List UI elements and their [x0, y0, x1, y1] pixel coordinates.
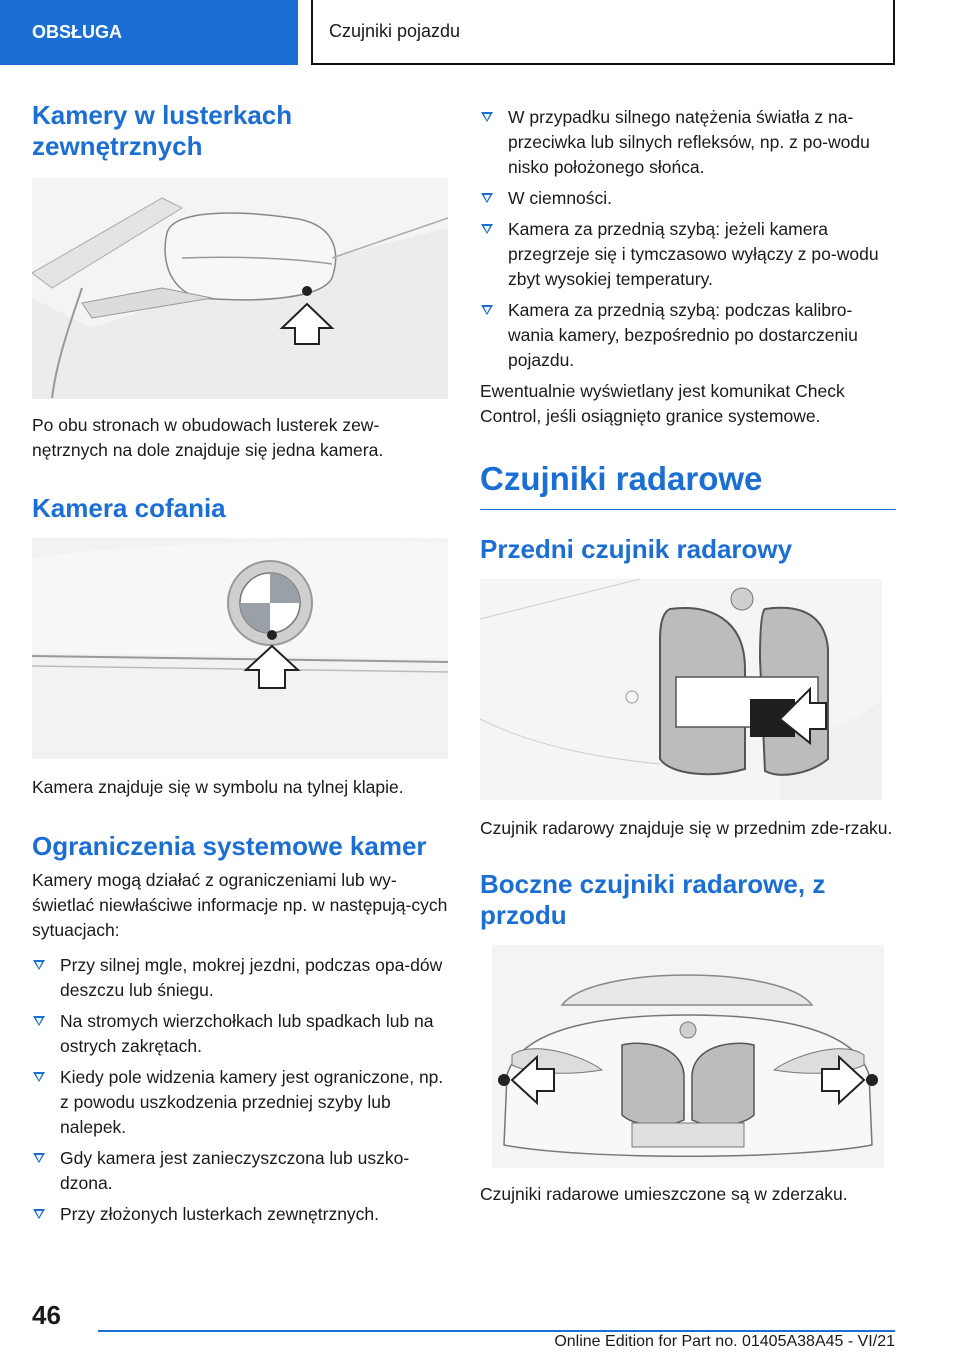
edition-label: Online Edition for Part no. 01405A38A45 …: [554, 1333, 895, 1350]
section-label: OBSŁUGA: [32, 22, 122, 42]
chapter-label: Czujniki pojazdu: [329, 21, 461, 41]
rear-camera-image: [32, 538, 448, 759]
left-column: Kamery w lusterkach zewnętrznych Po obu …: [32, 100, 448, 1227]
list-item: W ciemności.: [480, 186, 896, 211]
text-camera-limits: Kamery mogą działać z ograniczeniami lub…: [32, 870, 448, 940]
bullet-triangle-icon: [33, 1153, 45, 1163]
heading-camera-limits: Ograniczenia systemowe kamer: [32, 831, 427, 861]
text-rear-camera: Kamera znajduje się w symbolu na tylnej …: [32, 777, 404, 797]
right-column: W przypadku silnego natężenia światła z …: [480, 105, 896, 1207]
bullet-triangle-icon: [33, 1016, 45, 1026]
heading-front-radar: Przedni czujnik radarowy: [480, 534, 793, 564]
list-item: Kiedy pole widzenia kamery jest ogranicz…: [32, 1065, 448, 1140]
text-front-radar: Czujnik radarowy znajduje się w przednim…: [480, 818, 893, 838]
heading-rear-camera: Kamera cofania: [32, 493, 226, 523]
right-bullet-list: W przypadku silnego natężenia światła z …: [480, 105, 896, 373]
bullet-triangle-icon: [481, 112, 493, 122]
heading-mirror-cameras: Kamery w lusterkach zewnętrznych: [32, 100, 293, 161]
chapter-header: Czujniki pojazdu: [311, 0, 895, 65]
list-item: Kamera za przednią szybą: jeżeli kamera …: [480, 217, 896, 292]
bullet-triangle-icon: [33, 1072, 45, 1082]
bullet-triangle-icon: [33, 1209, 45, 1219]
list-item: Na stromych wierzchołkach lub spadkach l…: [32, 1009, 448, 1059]
list-item: Gdy kamera jest zanieczyszczona lub uszk…: [32, 1146, 448, 1196]
heading-side-radar: Boczne czujniki radarowe, z przodu: [480, 869, 826, 930]
front-radar-image: [480, 579, 882, 800]
list-item: Przy złożonych lusterkach zewnętrznych.: [32, 1202, 448, 1227]
page-number: 46: [32, 1300, 61, 1330]
list-item: Kamera za przednią szybą: podczas kalibr…: [480, 298, 896, 373]
footer-divider: [98, 1330, 895, 1332]
list-item: Przy silnej mgle, mokrej jezdni, podczas…: [32, 953, 448, 1003]
bullet-triangle-icon: [33, 960, 45, 970]
section-tab: OBSŁUGA: [0, 0, 298, 65]
bullet-triangle-icon: [481, 224, 493, 234]
bullet-triangle-icon: [481, 305, 493, 315]
text-mirror-cameras: Po obu stronach w obudowach lusterek zew…: [32, 415, 384, 460]
left-bullet-list: Przy silnej mgle, mokrej jezdni, podczas…: [32, 953, 448, 1227]
text-side-radar: Czujniki radarowe umieszczone są w zderz…: [480, 1184, 848, 1204]
mirror-camera-image: [32, 178, 448, 399]
text-check-control: Ewentualnie wyświetlany jest komunikat C…: [480, 381, 845, 426]
heading-radar-sensors: Czujniki radarowe: [480, 459, 896, 510]
list-item: W przypadku silnego natężenia światła z …: [480, 105, 896, 180]
side-radar-image: [492, 945, 884, 1168]
bullet-triangle-icon: [481, 193, 493, 203]
